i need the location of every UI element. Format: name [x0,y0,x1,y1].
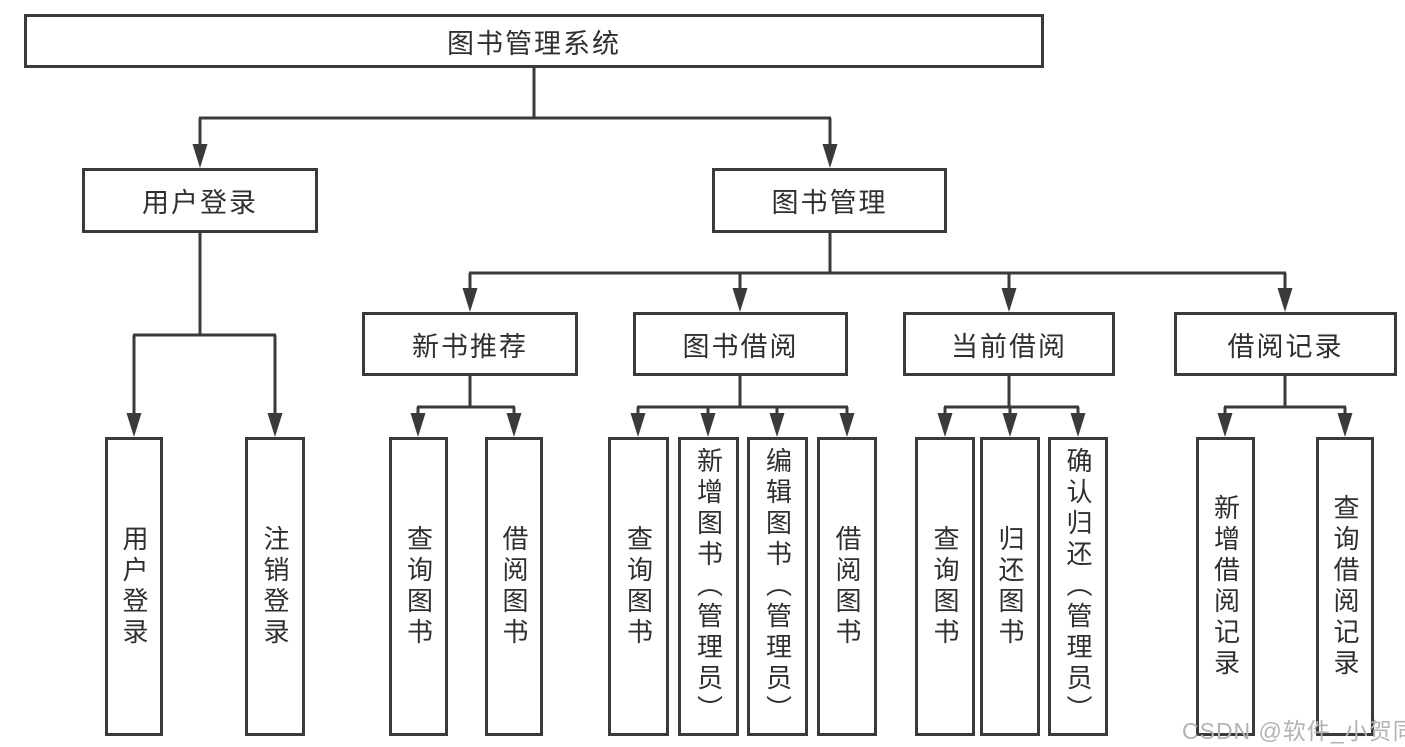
node-current-borrow: 当前借阅 [903,312,1115,376]
node-borrow-records: 借阅记录 [1174,312,1397,376]
leaf-add-book-admin: 新增图书（管理员） [678,437,739,736]
leaf-borrow-books-recommend: 借阅图书 [485,437,543,736]
leaf-return-book: 归还图书 [980,437,1040,736]
leaf-query-books-borrow: 查询图书 [608,437,669,736]
leaf-confirm-return-admin: 确认归还（管理员） [1048,437,1108,736]
node-book-management: 图书管理 [712,168,947,233]
leaf-query-borrow-record: 查询借阅记录 [1316,437,1374,736]
leaf-query-books-current: 查询图书 [915,437,975,736]
node-book-borrow: 图书借阅 [633,312,848,376]
node-root: 图书管理系统 [24,14,1044,68]
node-new-book-recommend: 新书推荐 [362,312,578,376]
leaf-logout: 注销登录 [245,437,305,736]
leaf-edit-book-admin: 编辑图书（管理员） [747,437,808,736]
leaf-add-borrow-record: 新增借阅记录 [1196,437,1255,736]
node-user-login: 用户登录 [82,168,318,233]
leaf-query-books-recommend: 查询图书 [389,437,448,736]
leaf-user-login: 用户登录 [105,437,163,736]
watermark: CSDN @软件_小贺同学 [1182,718,1405,744]
leaf-borrow-books: 借阅图书 [817,437,877,736]
